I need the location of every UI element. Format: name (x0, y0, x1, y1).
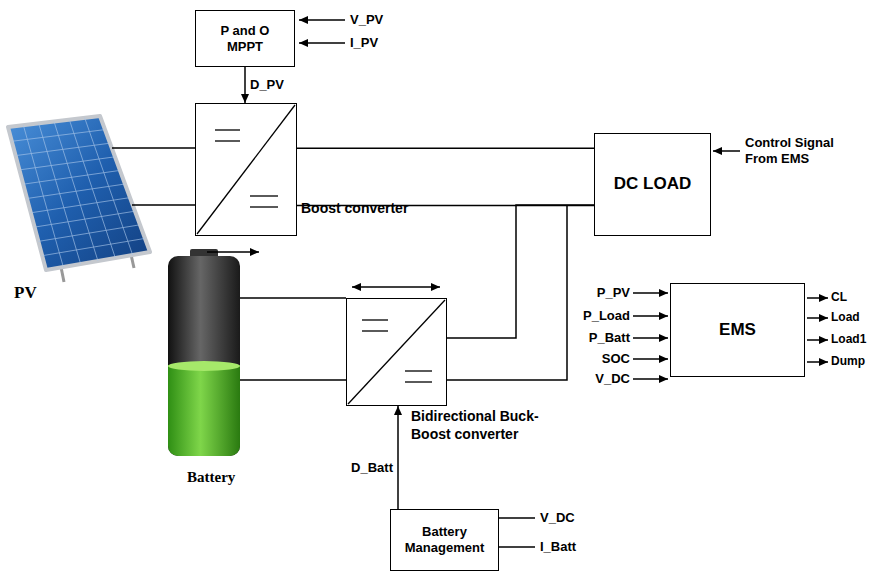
output-arrow (807, 361, 828, 363)
box-label: Battery Management (391, 524, 498, 555)
box-label: DC LOAD (614, 174, 691, 194)
dc-symbol (362, 319, 388, 320)
dc-symbol (405, 370, 432, 371)
signal-arrows (207, 20, 828, 547)
signal-name: P_PV (597, 285, 630, 301)
panel-grid (12, 118, 145, 267)
signal-name: CL (831, 290, 847, 304)
battery-body (168, 256, 240, 456)
grid-line (23, 170, 120, 184)
output-arrow (807, 317, 828, 319)
component-label: PV (14, 283, 37, 303)
input-arrow (633, 378, 668, 380)
controller-box: Battery Management (390, 509, 499, 571)
converter-label: Bidirectional Buck-Boost converter (411, 408, 571, 443)
converter-box: Boost converter (195, 103, 297, 236)
grid-line (42, 238, 145, 255)
signal-name: Load1 (831, 332, 866, 346)
signal-name: SOC (602, 351, 630, 367)
ems-box: EMS (670, 283, 805, 377)
signal-name: P_Load (583, 308, 630, 324)
wire (240, 379, 346, 381)
input-arrow (713, 150, 740, 152)
grid-line (27, 184, 125, 199)
load-box: DC LOAD (594, 133, 711, 236)
input-arrow (633, 358, 668, 360)
output-arrow (807, 339, 828, 341)
grid-line (12, 130, 105, 142)
power-connector (297, 148, 594, 205)
signal-name: Dump (831, 354, 865, 368)
signal-name: V_PV (350, 12, 383, 28)
input-arrow (299, 19, 345, 21)
control-arrow (244, 67, 246, 103)
signal-name: D_PV (250, 77, 284, 93)
dc-symbol (215, 129, 240, 130)
box-label: P and O MPPT (206, 23, 284, 54)
dc-symbol (215, 140, 240, 141)
dc-symbol (362, 330, 388, 331)
control-arrow (397, 406, 399, 509)
pv-panel (8, 116, 150, 282)
signal-name: V_DC (540, 510, 575, 526)
grid-line (35, 211, 135, 227)
wire (112, 147, 195, 149)
wire (240, 297, 346, 299)
flow-arrow (207, 251, 259, 253)
input-arrow (633, 315, 668, 317)
converter-symbols (197, 105, 445, 404)
panel-frame (8, 116, 150, 270)
grid-line (31, 198, 130, 213)
output-arrow (807, 297, 828, 299)
dc-symbol (405, 381, 432, 382)
input-arrow (633, 337, 668, 339)
bidirectional-arrow (352, 286, 440, 288)
power-connector (447, 205, 594, 380)
battery-icon (168, 249, 240, 456)
converter-box: Bidirectional Buck-Boost converter (346, 298, 447, 406)
signal-name: P_Batt (589, 330, 630, 346)
battery-level (168, 361, 240, 371)
grid-line (16, 143, 110, 155)
dc-symbol (250, 195, 278, 196)
signal-name: I_PV (350, 35, 378, 51)
box-label: EMS (719, 320, 756, 340)
converter-diagonal (197, 105, 295, 234)
component-label: Battery (187, 468, 235, 486)
power-wires (112, 148, 346, 380)
converter-label: Boost converter (301, 200, 431, 218)
signal-name: V_DC (595, 371, 630, 387)
converter-diagonal (348, 300, 445, 404)
grid-line (38, 225, 140, 242)
signal-name: D_Batt (351, 460, 393, 476)
input-arrow (299, 42, 345, 44)
signal-name: I_Batt (540, 539, 576, 555)
battery-charge (168, 365, 240, 456)
controller-box: P and O MPPT (195, 10, 295, 67)
input-arrow (633, 292, 668, 294)
control-note: Control Signal From EMS (745, 135, 863, 166)
grid-line (19, 157, 115, 170)
wire (132, 204, 195, 206)
dc-symbol (250, 206, 278, 207)
signal-name: Load (831, 310, 860, 324)
